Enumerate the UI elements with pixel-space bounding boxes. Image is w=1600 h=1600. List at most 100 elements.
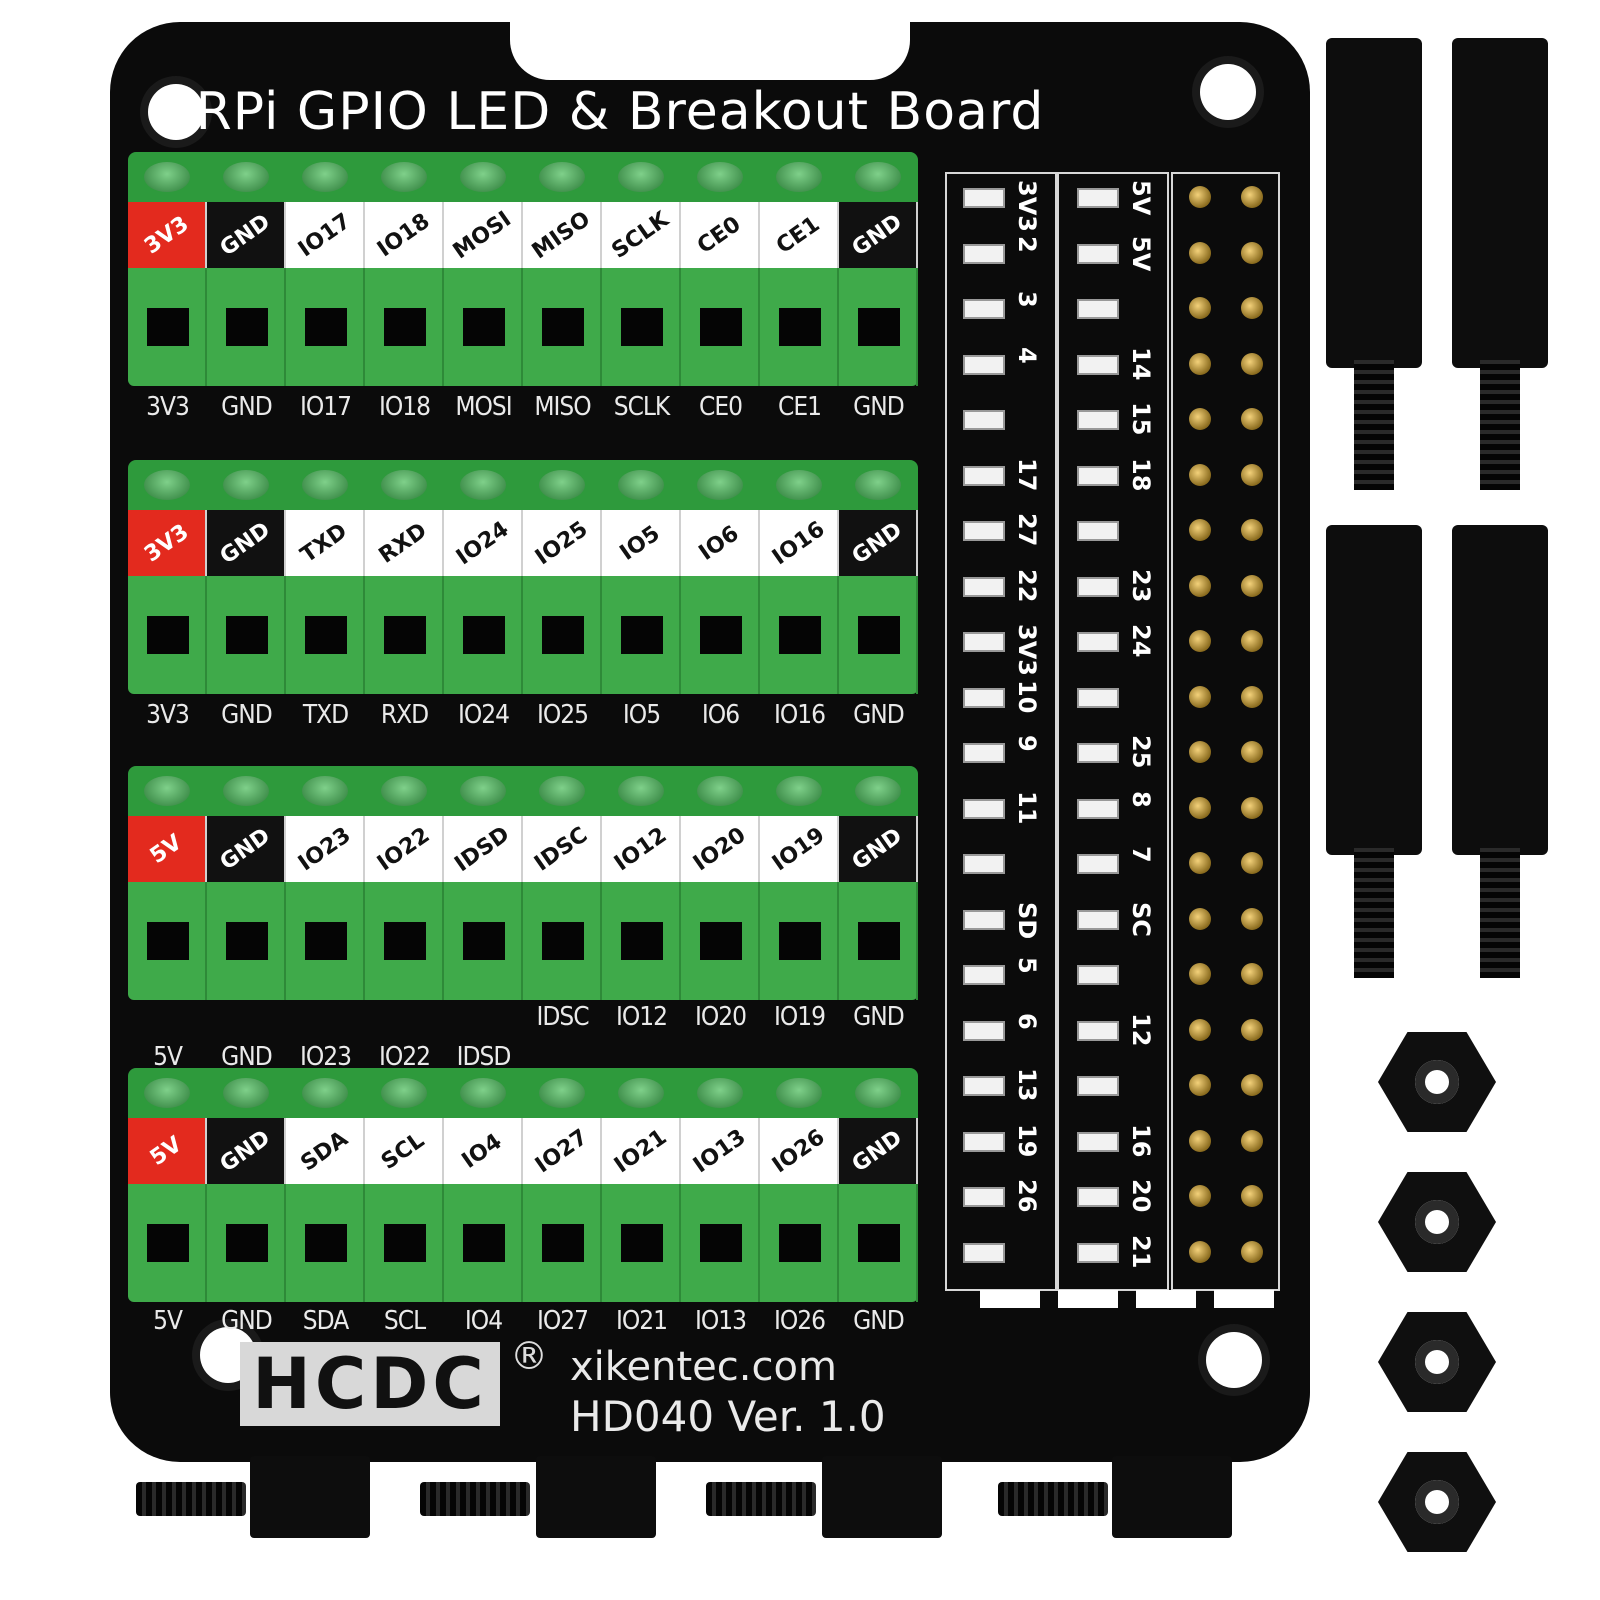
label-row: 3V3 GND IO17 IO18 MOSI MISO SCLK CE0 CE1… — [128, 202, 918, 268]
silkscreen-row: 3V3 GND IO17 IO18 MOSI MISO SCLK CE0 CE1… — [128, 392, 918, 422]
screw-head — [855, 470, 901, 500]
screw-head — [697, 470, 743, 500]
standoff-thread — [1480, 360, 1520, 490]
silkscreen-label: CE0 — [699, 392, 743, 422]
board-title: RPi GPIO LED & Breakout Board — [195, 82, 1045, 142]
header-pin — [1241, 297, 1263, 319]
screw-head — [776, 1078, 822, 1108]
silkscreen-label: IO5 — [622, 700, 661, 730]
wire-entry — [839, 576, 918, 694]
screw-head — [697, 1078, 743, 1108]
standoff-thread — [420, 1482, 530, 1516]
silkscreen-label — [365, 1002, 444, 1032]
silkscreen-label: GND — [221, 700, 273, 730]
screw-head — [776, 470, 822, 500]
screw-head — [144, 776, 190, 806]
screw-head — [381, 776, 427, 806]
header-pin — [1189, 1129, 1211, 1152]
gpio-pin-number: 21 — [1127, 1234, 1155, 1268]
header-pin — [1189, 1185, 1211, 1207]
screw-head — [776, 776, 822, 806]
silkscreen-label: SCL — [383, 1306, 426, 1336]
smd-led — [1077, 1187, 1119, 1207]
standoff-spacer — [1112, 1456, 1232, 1538]
header-pin — [1241, 574, 1263, 597]
wire-entry — [839, 1184, 918, 1302]
smd-led — [1077, 354, 1119, 375]
smd-led — [1077, 576, 1119, 597]
wire-entry — [365, 576, 444, 694]
wire-entry — [681, 268, 760, 386]
standoff-thread — [1480, 848, 1520, 978]
gpio-pin-number: 17 — [1013, 457, 1041, 491]
gpio-pin-number: SD — [1013, 901, 1041, 939]
terminal-label: SCLK — [602, 202, 681, 268]
smd-led — [1077, 743, 1119, 763]
screw-head — [302, 1078, 348, 1108]
gpio-pin-number: 2 — [1013, 235, 1041, 253]
gpio-pin-number: 5V — [1127, 180, 1155, 216]
header-pin — [1189, 1074, 1211, 1096]
smd-led — [1077, 1131, 1119, 1152]
gpio-pin-number: SC — [1127, 901, 1155, 937]
screw-head — [223, 776, 269, 806]
smd-led — [963, 354, 1005, 375]
silkscreen-label — [444, 1002, 523, 1032]
smd-led — [963, 687, 1005, 708]
header-pin — [1189, 186, 1211, 208]
screw-head — [460, 470, 506, 500]
silkscreen-label: IDSD — [456, 1042, 512, 1072]
silkscreen-label: IO26 — [773, 1306, 826, 1336]
standoff-thread — [998, 1482, 1108, 1516]
silkscreen-label: GND — [221, 392, 273, 422]
screw-head — [460, 1078, 506, 1108]
silkscreen-label: IO27 — [536, 1306, 589, 1336]
screw-head — [223, 1078, 269, 1108]
terminal-label: MOSI — [444, 202, 523, 268]
screw-head — [302, 470, 348, 500]
screw-row — [128, 460, 918, 512]
screw-head — [618, 162, 664, 192]
terminal-label: SCL — [365, 1118, 444, 1184]
gpio-pin-number: 5V — [1127, 235, 1155, 271]
silkscreen-label: TXD — [302, 700, 349, 730]
terminal-label: GND — [839, 1118, 918, 1184]
wire-entry — [681, 1184, 760, 1302]
terminal-label: 5V — [128, 1118, 207, 1184]
brand-logo: HCDC — [240, 1342, 500, 1426]
smd-led — [963, 1242, 1005, 1263]
wire-entry — [839, 882, 918, 1000]
silkscreen-label: SCLK — [613, 392, 671, 422]
wire-entry — [760, 576, 839, 694]
terminal-label: 3V3 — [128, 202, 207, 268]
label-row: 5V GND IO23 IO22 IDSD IDSC IO12 IO20 IO1… — [128, 816, 918, 882]
silkscreen-label: IO20 — [694, 1002, 747, 1032]
smd-led — [963, 798, 1005, 819]
header-pin — [1189, 685, 1211, 708]
wire-entry — [602, 268, 681, 386]
terminal-label: GND — [207, 510, 286, 576]
screw-head — [539, 1078, 585, 1108]
terminal-label: IO27 — [523, 1118, 602, 1184]
silkscreen-label: MISO — [534, 392, 591, 422]
terminal-label: IO25 — [523, 510, 602, 576]
gpio-pin-number: 3 — [1013, 291, 1041, 308]
silkscreen-label: 3V3 — [146, 700, 190, 730]
screw-head — [460, 162, 506, 192]
pcb-board: RPi GPIO LED & Breakout Board 3V3 GND IO… — [110, 20, 1310, 1462]
gpio-pin-number: 9 — [1013, 735, 1041, 752]
screw-head — [855, 776, 901, 806]
terminal-label: 3V3 — [128, 510, 207, 576]
gpio-pin-number: 15 — [1127, 402, 1155, 436]
wire-entry — [365, 882, 444, 1000]
terminal-label: GND — [207, 1118, 286, 1184]
gpio-pin-number: 26 — [1013, 1179, 1041, 1213]
terminal-label: IDSD — [444, 816, 523, 882]
terminal-label: GND — [839, 816, 918, 882]
smd-led — [1077, 854, 1119, 874]
silkscreen-label: IO17 — [299, 392, 352, 422]
smd-led — [963, 576, 1005, 597]
silkscreen-label: GND — [853, 1002, 905, 1032]
screw-head — [539, 470, 585, 500]
